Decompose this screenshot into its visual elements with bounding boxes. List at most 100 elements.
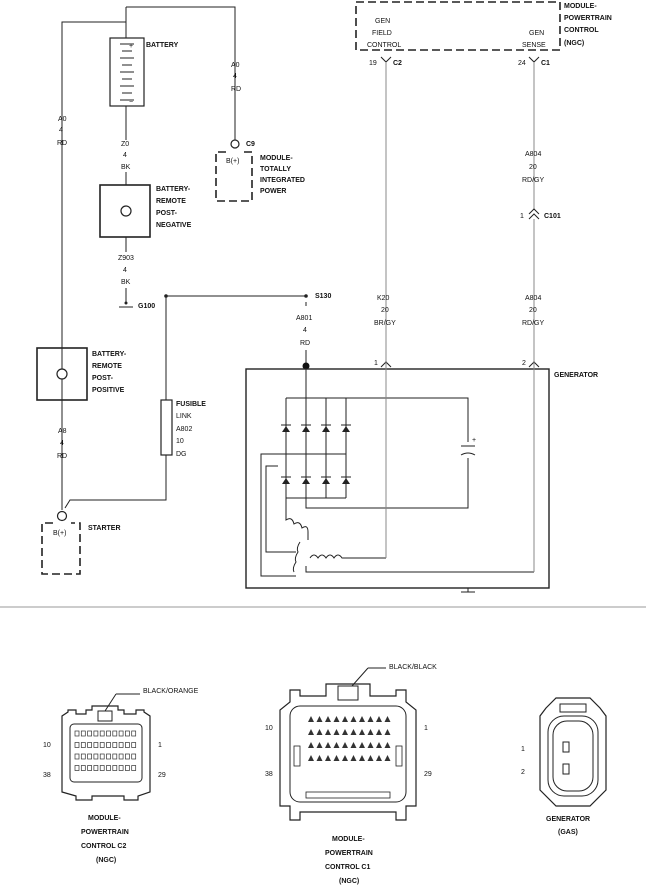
connector-cavity <box>333 742 340 748</box>
connector-cavity <box>93 765 99 771</box>
connector-cavity <box>112 730 118 737</box>
pcm-line2: POWERTRAIN <box>564 15 612 22</box>
connector-cavity <box>112 765 118 771</box>
pcm-line3: CONTROL <box>564 27 599 34</box>
connector-cavity <box>308 716 314 722</box>
gen-sense-pin: 24 <box>518 60 526 67</box>
connector-cavity <box>80 730 86 737</box>
a0-right-circuit: A0 <box>231 62 240 69</box>
connector-cavity <box>384 742 391 748</box>
connector-cavity <box>342 729 348 735</box>
a0-right-color: RD <box>231 86 241 93</box>
connector-cavity <box>74 753 80 760</box>
a0-left-color: RD <box>57 140 67 147</box>
c101-pin: 1 <box>520 213 524 220</box>
remote-positive-line4: POSITIVE <box>92 387 125 394</box>
pcm-c1-pin-tr: 1 <box>424 725 428 732</box>
tipm-pin: B(+) <box>226 158 239 165</box>
starter-pin: B(+) <box>53 530 66 537</box>
connector-cavity <box>93 753 99 760</box>
ground-label: G100 <box>138 303 155 310</box>
c101-label: C101 <box>544 213 561 220</box>
a0-right-gauge: 4 <box>233 73 237 80</box>
gen-sense-line1: GEN <box>529 30 544 37</box>
z0-gauge: 4 <box>123 152 127 159</box>
connector-cavity <box>125 742 130 748</box>
connector-cavity <box>112 753 118 760</box>
tipm-line1: MODULE- <box>260 155 293 162</box>
generator-connector-view <box>539 697 607 807</box>
connector-cavity <box>359 729 365 735</box>
connector-cavity <box>350 742 357 748</box>
generator-conn-line1: GENERATOR <box>546 816 590 823</box>
z903-circuit: Z903 <box>118 255 134 262</box>
connector-cavity <box>367 729 374 735</box>
connector-cavity <box>74 730 80 737</box>
a804-bottom-color: RD/GY <box>522 320 545 327</box>
connector-cavity <box>87 765 92 771</box>
fusible-link-line2: LINK <box>176 413 192 420</box>
a0-left-wire <box>61 7 127 510</box>
pcm-c1-line2: POWERTRAIN <box>325 850 373 857</box>
connector-cavity <box>131 765 137 771</box>
fusible-link-gauge: 10 <box>176 438 184 445</box>
connector-cavity <box>359 742 365 748</box>
connector-cavity <box>118 765 124 771</box>
gen-field-line3: CONTROL <box>367 42 401 49</box>
connector-cavity <box>316 742 323 748</box>
svg-text:+: + <box>129 43 133 50</box>
rectifier-bridge: + <box>260 362 535 593</box>
a801-circuit: A801 <box>296 315 312 322</box>
connector-cavity <box>376 729 382 735</box>
connector-cavity <box>316 729 323 735</box>
connector-cavity <box>359 716 365 722</box>
starter-label: STARTER <box>88 525 121 532</box>
connector-cavity <box>350 729 357 735</box>
a801-gauge: 4 <box>303 327 307 334</box>
pcm-c2-line4: (NGC) <box>96 857 116 864</box>
connector-cavity <box>131 742 137 748</box>
k20-circuit: K20 <box>377 295 390 302</box>
pcm-c1-tab: BLACK/BLACK <box>389 664 437 671</box>
remote-negative-post <box>99 184 151 238</box>
pcm-box <box>355 1 561 51</box>
remote-negative-line2: REMOTE <box>156 198 186 205</box>
tipm-connector: C9 <box>246 141 255 148</box>
tipm-terminal <box>230 139 240 149</box>
remote-negative-line3: POST- <box>156 210 178 217</box>
pcm-c2-connector-view <box>61 693 151 801</box>
remote-positive-line1: BATTERY- <box>92 351 127 358</box>
connector-cavity <box>325 755 331 761</box>
gen-field-connector: C2 <box>393 60 402 67</box>
connector-cavity <box>80 742 86 748</box>
pcm-c1-pin-br: 29 <box>424 771 432 778</box>
pcm-c2-pin-bl: 38 <box>43 772 51 779</box>
pcm-c2-tab: BLACK/ORANGE <box>143 688 199 695</box>
remote-negative-line1: BATTERY- <box>156 186 191 193</box>
gen-field-line1: GEN <box>375 18 390 25</box>
a8-circuit: A8 <box>58 428 67 435</box>
remote-positive-line3: POST- <box>92 375 114 382</box>
pcm-c2-line2: POWERTRAIN <box>81 829 129 836</box>
pcm-c1-line3: CONTROL C1 <box>325 864 370 871</box>
generator-conn-pin2: 2 <box>521 769 525 776</box>
connector-cavity <box>87 753 92 760</box>
connector-cavity <box>106 753 111 760</box>
connector-cavity <box>325 742 331 748</box>
tipm-line3: INTEGRATED <box>260 177 305 184</box>
connector-cavity <box>106 730 111 737</box>
pcm-c1-line4: (NGC) <box>339 878 359 885</box>
connector-cavity <box>316 755 323 761</box>
connector-cavity <box>325 716 331 722</box>
connector-cavity <box>99 765 105 771</box>
tipm-box <box>215 151 253 202</box>
tipm-line4: POWER <box>260 188 286 195</box>
z903-color: BK <box>121 279 131 286</box>
z0-circuit: Z0 <box>121 141 129 148</box>
generator-label: GENERATOR <box>554 372 598 379</box>
connector-cavity <box>93 742 99 748</box>
gen-sense-line2: SENSE <box>522 42 546 49</box>
battery: + − <box>109 7 145 140</box>
connector-cavity <box>125 730 130 737</box>
connector-cavity <box>384 716 391 722</box>
